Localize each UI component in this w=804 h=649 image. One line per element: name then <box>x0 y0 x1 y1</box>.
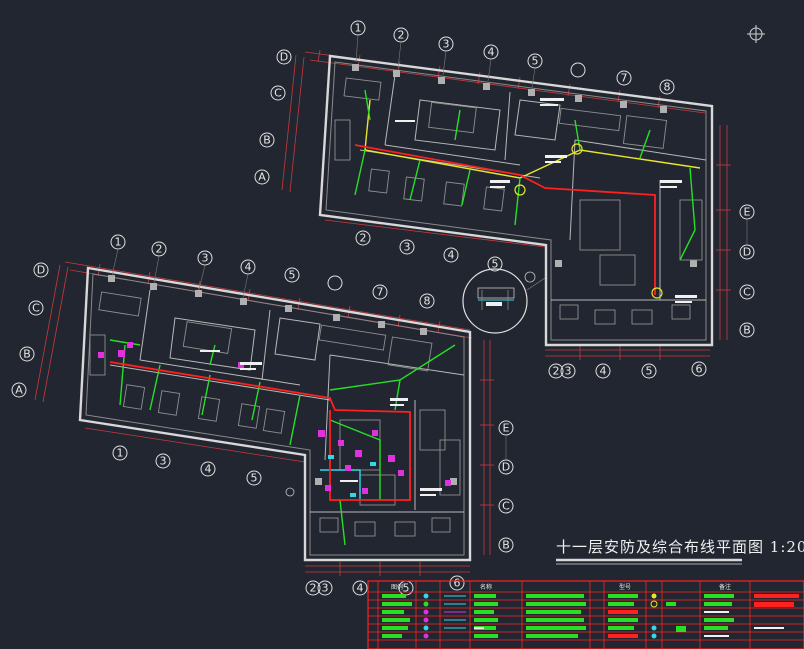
lower-top-axis-0: 1 <box>115 236 122 249</box>
lower-bottom-axis-2: 4 <box>205 463 212 476</box>
lower-dimension-lines <box>34 261 491 573</box>
upper-top-axis-7: 8 <box>664 81 671 94</box>
lower-left-axis-0: D <box>37 264 45 277</box>
lower-br-axis-4: 6 <box>454 577 461 590</box>
upper-inner-wall <box>325 61 707 341</box>
lower-detail-marker <box>285 487 295 497</box>
upper-right-axis-3: B <box>743 324 751 337</box>
legend-symbols <box>423 593 658 639</box>
upper-br-axis-3: 5 <box>646 365 653 378</box>
upper-furniture <box>334 77 703 325</box>
lower-right-axis-1: D <box>502 461 510 474</box>
lower-plan: 1 2 3 4 5 7 8 D C B A 1 3 4 5 E D C B 2 … <box>11 234 514 596</box>
legend-header-9: 备注 <box>719 583 731 591</box>
lower-columns <box>108 275 457 485</box>
upper-axis-labels: 1 2 3 4 5 7 8 D C B A 2 3 4 5 E D C B 2 … <box>258 22 751 378</box>
lower-right-axis-3: B <box>502 539 510 552</box>
legend-header-1: 图例 <box>391 583 403 591</box>
legend-white-cells <box>474 611 784 637</box>
lower-route-red <box>109 361 411 501</box>
lower-dimension-ticks <box>97 263 494 576</box>
lower-right-axis-2: C <box>502 500 510 513</box>
legend-red-cells <box>608 594 799 638</box>
lower-br-axis-2: 4 <box>357 582 364 595</box>
upper-left-axis-2: B <box>263 134 271 147</box>
legend-headers: 图例 名称 型号 备注 <box>391 583 731 591</box>
upper-columns <box>352 64 697 267</box>
upper-cabling <box>354 89 701 261</box>
lower-partitions <box>109 289 465 513</box>
lower-bottom-axis-1: 3 <box>160 455 167 468</box>
legend-row-text <box>382 594 734 638</box>
legend-header-6: 型号 <box>619 583 631 591</box>
upper-top-axis-1: 2 <box>398 29 405 42</box>
upper-bottom-axis-0: 2 <box>360 232 367 245</box>
lower-inner-wall <box>85 273 465 556</box>
lower-top-axis-7: 8 <box>424 295 431 308</box>
lower-device-symbols <box>98 342 451 494</box>
lower-top-axis-1: 2 <box>156 243 163 256</box>
upper-top-axis-0: 1 <box>355 22 362 35</box>
upper-right-axis-0: E <box>744 206 751 219</box>
upper-top-axis-2: 3 <box>443 38 450 51</box>
legend-frame <box>367 580 804 649</box>
lower-bottom-axis-0: 1 <box>117 447 124 460</box>
lower-right-axis-0: E <box>503 422 510 435</box>
upper-dimension-ticks <box>317 49 731 360</box>
legend-table: 图例 名称 型号 备注 <box>367 580 804 649</box>
lower-br-axis-1: 3 <box>322 582 329 595</box>
upper-right-axis-2: C <box>743 286 751 299</box>
lower-bottom-axis-3: 5 <box>251 472 258 485</box>
detail-callout <box>462 268 546 334</box>
upper-br-axis-4: 6 <box>696 363 703 376</box>
lower-cyan-devices <box>328 455 376 497</box>
upper-br-axis-2: 4 <box>600 365 607 378</box>
lower-top-axis-6: 7 <box>377 286 384 299</box>
lower-axis-leader-lines <box>111 248 507 460</box>
upper-br-axis-1: 3 <box>565 365 572 378</box>
lower-left-axis-1: C <box>32 302 40 315</box>
upper-left-axis-0: D <box>280 51 288 64</box>
upper-plan: 1 2 3 4 5 7 8 D C B A 2 3 4 5 E D C B 2 … <box>254 20 755 379</box>
lower-top-axis-2: 3 <box>202 252 209 265</box>
legend-grid <box>368 581 804 649</box>
upper-left-axis-1: C <box>274 87 282 100</box>
upper-bottom-axis-3: 5 <box>492 258 499 271</box>
lower-left-axis-3: A <box>15 384 23 397</box>
lower-axis-labels: 1 2 3 4 5 7 8 D C B A 1 3 4 5 E D C B 2 … <box>15 236 510 595</box>
lower-br-axis-0: 2 <box>310 582 317 595</box>
upper-bottom-axis-2: 4 <box>448 249 455 262</box>
lower-top-axis-3: 4 <box>245 261 252 274</box>
upper-left-axis-3: A <box>258 171 266 184</box>
upper-br-axis-0: 2 <box>553 365 560 378</box>
upper-callout-labels <box>395 98 697 303</box>
upper-axis-leader-lines <box>355 34 748 245</box>
upper-top-axis-4: 5 <box>532 55 539 68</box>
upper-outer-wall <box>318 54 714 347</box>
upper-top-axis-6: 7 <box>621 72 628 85</box>
drawing-title: 十一层安防及综合布线平面图 1:200 <box>556 538 804 556</box>
lower-callout-labels <box>200 350 442 496</box>
lower-br-axis-3: 5 <box>403 582 410 595</box>
upper-bottom-axis-1: 3 <box>404 241 411 254</box>
legend-header-3: 名称 <box>480 583 492 591</box>
lower-outer-wall <box>78 266 472 562</box>
lower-left-axis-2: B <box>23 348 31 361</box>
north-arrow-icon <box>747 25 765 43</box>
upper-route-red <box>354 144 656 295</box>
upper-junction-circles <box>514 143 663 299</box>
upper-top-axis-3: 4 <box>488 46 495 59</box>
upper-right-axis-1: D <box>743 246 751 259</box>
lower-axis-bubbles <box>11 234 514 596</box>
lower-top-axis-4: 5 <box>289 269 296 282</box>
